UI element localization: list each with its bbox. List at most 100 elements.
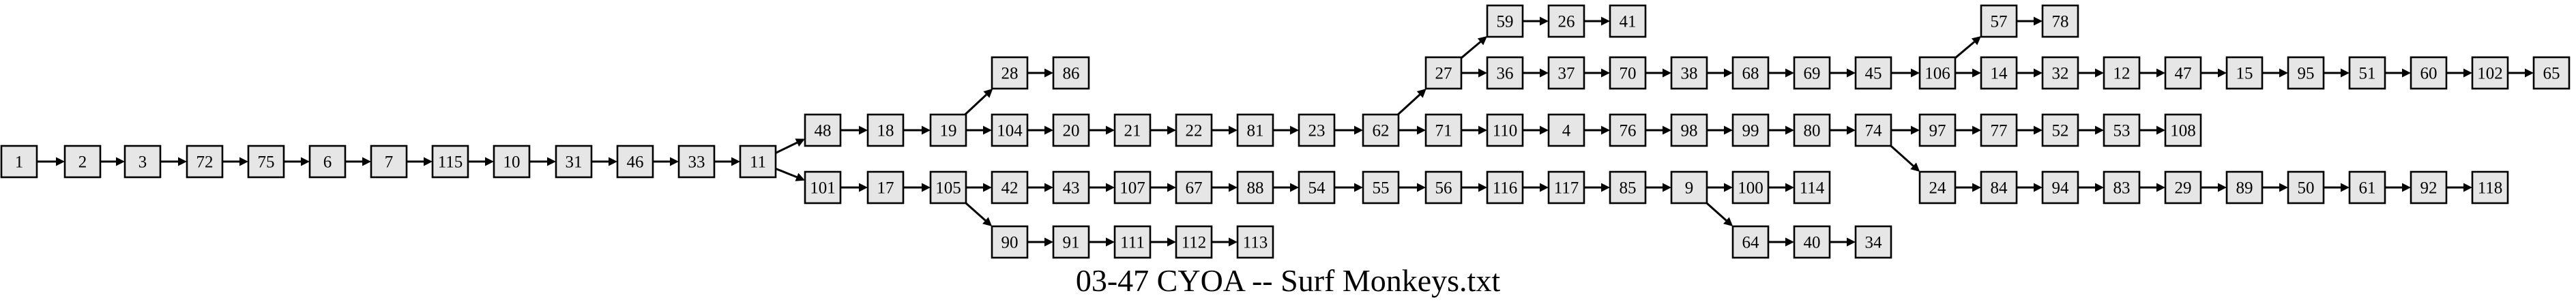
node-110: 110 <box>1486 113 1524 147</box>
node-box <box>1793 170 1831 205</box>
node-label: 17 <box>877 179 894 198</box>
node-label: 37 <box>1558 65 1575 83</box>
node-46: 46 <box>616 145 654 179</box>
node-54: 54 <box>1298 170 1336 205</box>
node-label: 69 <box>1804 65 1821 83</box>
arrowhead-icon <box>1601 16 1610 26</box>
node-box <box>1362 170 1400 205</box>
node-17: 17 <box>866 170 905 205</box>
node-4: 4 <box>1547 113 1585 147</box>
node-box <box>1424 56 1463 90</box>
edge-104-to-20 <box>1027 125 1053 135</box>
node-box <box>1113 225 1152 259</box>
arrowhead-icon <box>1229 125 1238 135</box>
edges-layer <box>37 16 2534 247</box>
edge-89-to-50 <box>2262 183 2288 192</box>
arrowhead-icon <box>1663 183 1671 192</box>
arrowhead-icon <box>859 183 868 192</box>
node-22: 22 <box>1175 113 1213 147</box>
node-box <box>1609 4 1647 38</box>
node-label: 89 <box>2236 179 2253 198</box>
arrowhead-icon <box>2525 68 2534 78</box>
node-label: 111 <box>1120 234 1145 252</box>
arrowhead-icon <box>2279 68 2288 78</box>
edge-72-to-75 <box>222 157 248 166</box>
node-28: 28 <box>991 56 1029 90</box>
node-label: 46 <box>627 153 644 172</box>
node-box <box>1854 113 1892 147</box>
node-label: 47 <box>2175 65 2192 83</box>
node-41: 41 <box>1609 4 1647 38</box>
edge-4-to-76 <box>1584 125 1610 135</box>
node-20: 20 <box>1052 113 1090 147</box>
arrowhead-icon <box>547 157 556 166</box>
arrowhead-icon <box>1354 183 1363 192</box>
node-label: 23 <box>1308 122 1326 140</box>
node-label: 115 <box>438 153 463 172</box>
node-77: 77 <box>1980 113 2018 147</box>
arrowhead-icon <box>1540 183 1549 192</box>
node-box <box>1854 56 1892 90</box>
node-89: 89 <box>2225 170 2264 205</box>
arrowhead-icon <box>1106 183 1115 192</box>
node-box <box>991 113 1029 147</box>
node-label: 50 <box>2298 179 2315 198</box>
edge-45-to-106 <box>1891 68 1920 78</box>
node-label: 74 <box>1865 122 1883 140</box>
node-83: 83 <box>2103 170 2141 205</box>
edge-61-to-92 <box>2385 183 2411 192</box>
node-65: 65 <box>2532 56 2571 90</box>
node-67: 67 <box>1175 170 1213 205</box>
edge-line <box>775 141 797 154</box>
node-label: 3 <box>138 153 147 172</box>
node-label: 24 <box>1929 179 1947 198</box>
edge-106-to-14 <box>1955 68 1981 78</box>
edge-68-to-69 <box>1768 68 1794 78</box>
edge-19-to-104 <box>966 125 992 135</box>
edge-line <box>964 93 987 116</box>
arrowhead-icon <box>1911 125 1920 135</box>
arrowhead-icon <box>1229 237 1238 247</box>
edge-18-to-19 <box>903 125 931 135</box>
node-box <box>1547 4 1585 38</box>
edge-9-to-100 <box>1707 183 1733 192</box>
node-62: 62 <box>1362 113 1400 147</box>
node-label: 2 <box>78 153 87 172</box>
edge-95-to-51 <box>2324 68 2350 78</box>
node-box <box>1793 56 1831 90</box>
arrowhead-icon <box>2095 125 2104 135</box>
node-60: 60 <box>2410 56 2448 90</box>
node-14: 14 <box>1980 56 2018 90</box>
node-84: 84 <box>1980 170 2018 205</box>
edge-3-to-72 <box>160 157 187 166</box>
node-box <box>1918 113 1957 147</box>
edge-line <box>1955 41 1976 59</box>
edge-1-to-2 <box>37 157 65 166</box>
node-3: 3 <box>123 145 162 179</box>
edge-12-to-47 <box>2139 68 2165 78</box>
node-box <box>1731 113 1770 147</box>
edge-15-to-95 <box>2262 68 2288 78</box>
edge-38-to-68 <box>1707 68 1733 78</box>
edge-11-to-101 <box>775 168 805 181</box>
node-label: 10 <box>503 153 521 172</box>
node-75: 75 <box>247 145 285 179</box>
node-label: 70 <box>1620 65 1637 83</box>
node-box <box>555 145 593 179</box>
node-label: 108 <box>2170 122 2196 140</box>
edge-52-to-53 <box>2078 125 2104 135</box>
edge-80-to-74 <box>1830 125 1856 135</box>
node-box <box>1609 170 1647 205</box>
node-box <box>2471 56 2509 90</box>
edge-105-to-42 <box>966 183 992 192</box>
edge-75-to-6 <box>284 157 310 166</box>
node-box <box>0 145 38 179</box>
node-label: 84 <box>1991 179 2008 198</box>
arrowhead-icon <box>1972 183 1981 192</box>
node-box <box>2041 56 2079 90</box>
edge-67-to-88 <box>1212 183 1238 192</box>
node-label: 117 <box>1554 179 1579 198</box>
node-label: 4 <box>1562 122 1571 140</box>
node-box <box>1113 113 1152 147</box>
edge-110-to-4 <box>1523 125 1549 135</box>
